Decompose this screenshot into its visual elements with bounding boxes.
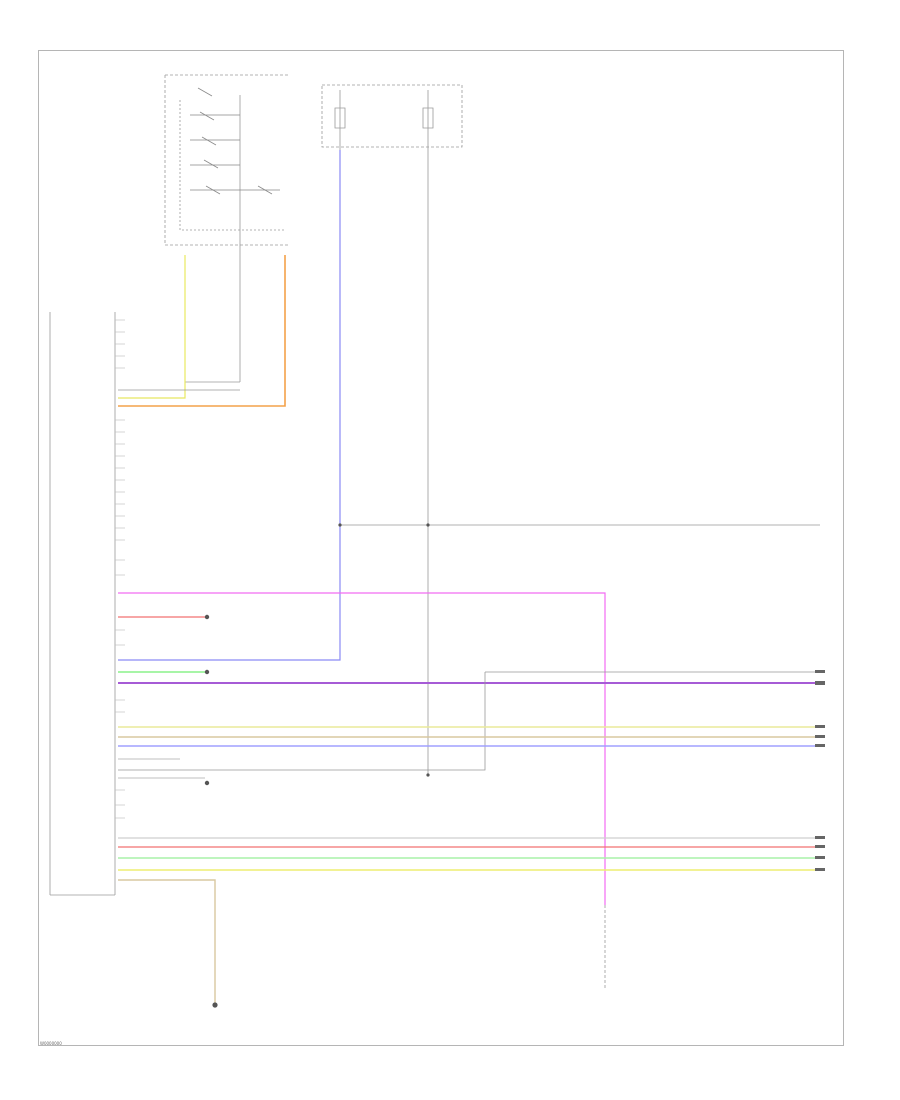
- wire-orange: [118, 255, 286, 407]
- diagram-frame: [38, 50, 844, 1046]
- fuse-box: [321, 84, 463, 150]
- wire-gray-long: [118, 671, 820, 771]
- diagram-code: W0000000: [40, 1041, 62, 1046]
- wire-magenta: [118, 592, 606, 905]
- switch-box: [164, 74, 290, 383]
- wire-tan-drop: [118, 879, 216, 1005]
- module-connector: [49, 312, 116, 896]
- wire-yellow-1: [118, 255, 186, 399]
- wire-end-ticks: [815, 670, 825, 871]
- switch-contacts: [190, 87, 280, 195]
- wire-blue-trunk: [118, 150, 341, 661]
- wire-gray-pair: [118, 758, 205, 779]
- connector-pin-ticks: [115, 319, 125, 819]
- splice-points: [204, 523, 430, 1008]
